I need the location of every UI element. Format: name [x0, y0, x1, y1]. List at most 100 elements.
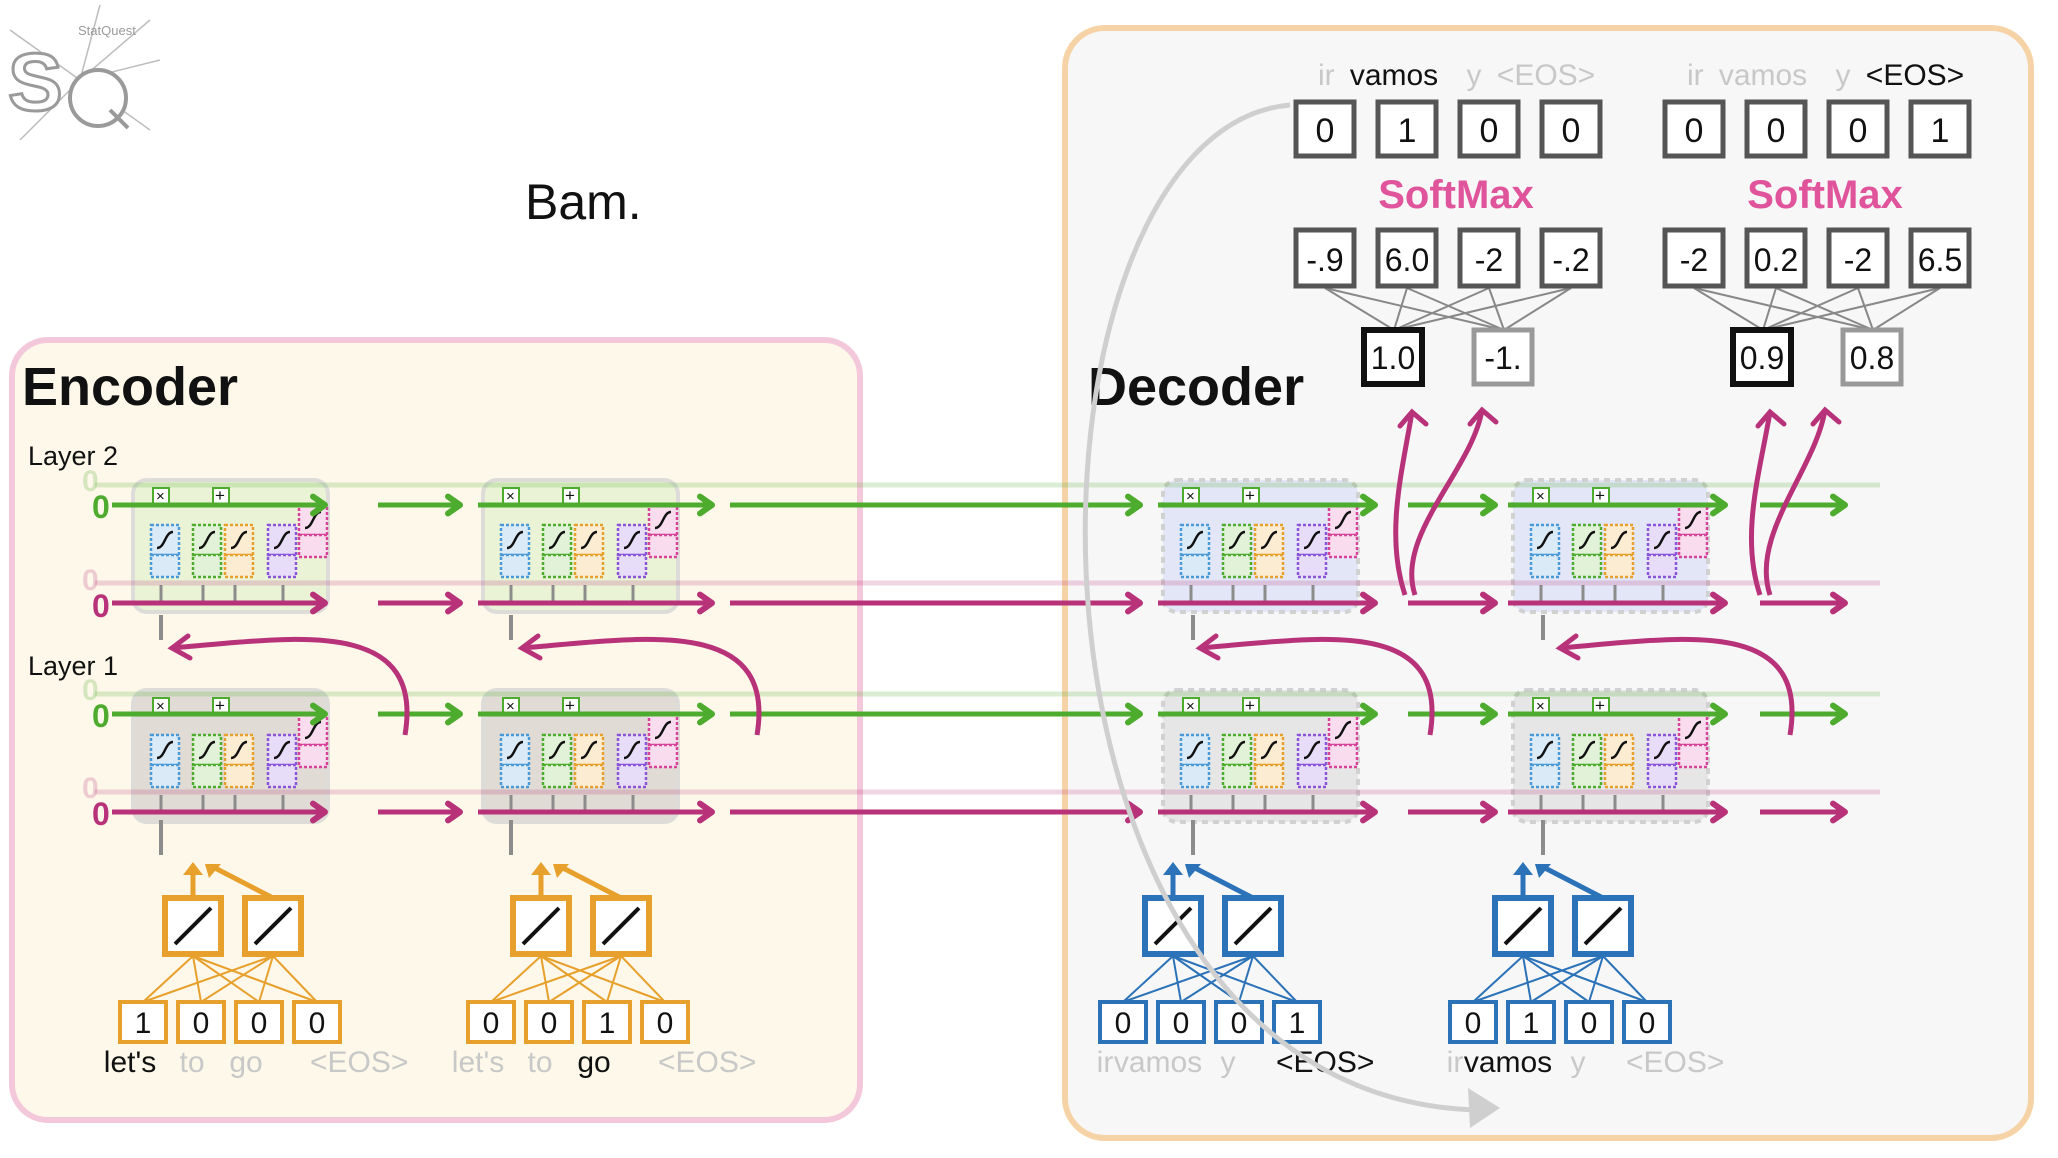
embedding-weight-line — [606, 955, 622, 1003]
arrow-head-icon — [1468, 1088, 1500, 1128]
arrow-head-icon — [1480, 493, 1498, 517]
output-up-arrow — [1393, 411, 1415, 596]
prediction-box — [1908, 99, 1972, 159]
arrow-head-icon — [445, 702, 463, 726]
lstm-gate-tail — [541, 553, 573, 579]
lstm-gate-tail — [1327, 743, 1359, 769]
fc-weight-line — [1324, 287, 1395, 331]
embedding-weight-line — [192, 955, 318, 1003]
arrow-head-icon — [445, 800, 463, 824]
arrow-head-icon — [1360, 800, 1378, 824]
fc-weight-line — [1693, 287, 1874, 331]
inactive-token: <EOS> — [1497, 59, 1595, 92]
one-hot-box — [1272, 1000, 1322, 1044]
embedding-weight-line — [1472, 955, 1524, 1003]
one-hot-box — [466, 1000, 516, 1044]
sigmoid-curve-icon — [1303, 530, 1321, 550]
lstm-gate-tail — [616, 763, 648, 789]
faded-initial-value: 0 — [82, 674, 99, 707]
sigmoid-curve-icon — [198, 740, 216, 760]
one-hot-value: 0 — [657, 1007, 674, 1040]
inactive-token: vamos — [1114, 1046, 1202, 1079]
initial-value: 0 — [92, 588, 110, 624]
embedding-weight-line — [490, 955, 622, 1003]
logit-value: -.2 — [1552, 242, 1589, 278]
inactive-token: <EOS> — [658, 1046, 756, 1079]
logit-value: -2 — [1844, 242, 1872, 278]
active-token: <EOS> — [1866, 59, 1964, 92]
arrow-head-icon — [697, 702, 715, 726]
embedding-weight-line — [1172, 955, 1182, 1003]
add-symbol: + — [1245, 696, 1255, 715]
arrow-head-icon — [1830, 702, 1848, 726]
inactive-token: ir — [1097, 1046, 1114, 1079]
arrow-head-icon — [1480, 800, 1498, 824]
one-hot-box — [1156, 1000, 1206, 1044]
embedding-weight-line — [1522, 955, 1648, 1003]
linear-activation-icon — [601, 906, 641, 946]
softmax-label: SoftMax — [1378, 173, 1534, 217]
one-hot-value: 1 — [1523, 1007, 1540, 1040]
sigmoid-curve-icon — [1186, 740, 1204, 760]
arrow-head-icon — [517, 633, 543, 661]
embedding-weight-line — [1172, 955, 1298, 1003]
add-symbol: + — [565, 696, 575, 715]
faded-initial-value: 0 — [82, 564, 99, 597]
lstm-gate-tail — [266, 553, 298, 579]
add-symbol: + — [215, 696, 225, 715]
embedding-weight-line — [1522, 955, 1532, 1003]
multiply-symbol: × — [156, 488, 165, 505]
lstm-gate-tail — [647, 533, 679, 559]
one-hot-box — [582, 1000, 632, 1044]
arrow-head-icon — [1710, 800, 1728, 824]
fc-input-box — [1840, 327, 1904, 387]
logit-value: 0.2 — [1754, 242, 1798, 278]
embedding-weight-line — [1172, 955, 1240, 1003]
arrow-head-icon — [1397, 408, 1429, 429]
logit-value: -.9 — [1306, 242, 1343, 278]
fc-weight-line — [1693, 287, 1764, 331]
lstm-gate-tail — [1646, 553, 1678, 579]
arrow-head-icon — [1830, 493, 1848, 517]
sigmoid-curve-icon — [654, 720, 672, 740]
logit-box — [1662, 227, 1726, 289]
lstm-gate-tail — [1253, 553, 1285, 579]
logit-value: 6.5 — [1918, 242, 1962, 278]
lstm-gate-tail — [223, 553, 255, 579]
arrow-head-icon — [697, 493, 715, 517]
embedding-weight-line — [1122, 955, 1174, 1003]
embedding-weight-line — [1522, 955, 1590, 1003]
arrow-head-icon — [1830, 591, 1848, 615]
sigmoid-curve-icon — [506, 530, 524, 550]
fc-weight-line — [1324, 287, 1505, 331]
output-up-arrow — [1763, 409, 1828, 596]
sigmoid-curve-icon — [1684, 720, 1702, 740]
sigmoid-curve-icon — [273, 530, 291, 550]
sigmoid-curve-icon — [1228, 740, 1246, 760]
arrow-head-icon — [1360, 591, 1378, 615]
embedding-weight-line — [490, 955, 542, 1003]
fc-weight-line — [1393, 287, 1490, 331]
logit-box — [1293, 227, 1357, 289]
logit-box — [1744, 227, 1808, 289]
fc-weight-line — [1488, 287, 1505, 331]
linear-activation-icon — [173, 906, 213, 946]
prediction-box — [1744, 99, 1808, 159]
embedding-weight-line — [540, 955, 666, 1003]
fc-input-box — [1471, 327, 1535, 387]
arrow-head-icon — [205, 864, 221, 878]
sigmoid-curve-icon — [580, 530, 598, 550]
arrow-head-icon — [531, 862, 551, 875]
lstm-gate-tail — [1253, 763, 1285, 789]
initial-value: 0 — [92, 489, 110, 525]
one-hot-box — [234, 1000, 284, 1044]
statquest-logo: S StatQuest — [7, 4, 161, 141]
add-symbol: + — [1595, 696, 1605, 715]
arrow-head-icon — [167, 633, 193, 661]
add-symbol: + — [565, 486, 575, 505]
one-hot-box — [1622, 1000, 1672, 1044]
fc-input-value: 0.8 — [1850, 340, 1894, 376]
one-hot-value: 1 — [599, 1007, 616, 1040]
